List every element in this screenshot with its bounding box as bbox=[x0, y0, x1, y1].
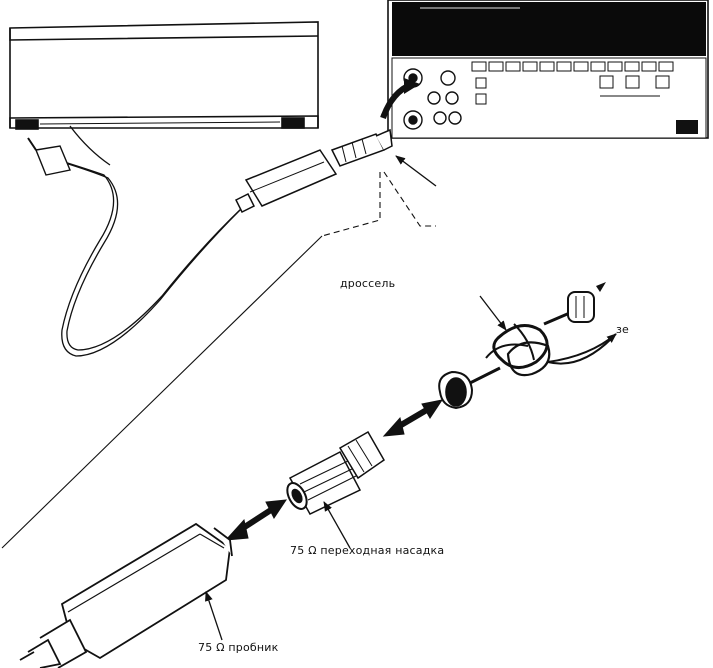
adapter-75-ohm bbox=[286, 430, 385, 515]
extension-line bbox=[1, 235, 323, 549]
pointer-arrow-adapter bbox=[323, 501, 351, 549]
guide-lines bbox=[321, 171, 436, 237]
cable bbox=[27, 125, 244, 357]
cable-exit-arrow bbox=[547, 333, 617, 363]
pointer-arrow-probe bbox=[205, 591, 223, 641]
source-instrument bbox=[9, 21, 319, 130]
pointer-arrow-upper bbox=[395, 155, 437, 187]
label-choke: дроссель bbox=[340, 277, 396, 290]
pointer-arrow-choke bbox=[479, 295, 507, 331]
label-probe: 75 Ω пробник bbox=[198, 641, 279, 654]
double-arrow-upper bbox=[382, 399, 444, 437]
double-arrow-lower bbox=[224, 499, 288, 541]
meter-display-panel bbox=[392, 2, 706, 56]
choke-assembly bbox=[438, 291, 613, 410]
probe-75-ohm bbox=[19, 522, 233, 668]
meter-input-connectors bbox=[403, 68, 462, 130]
meter-instrument bbox=[387, 0, 709, 139]
probe-connected bbox=[234, 128, 393, 214]
label-partial-cut: зе bbox=[616, 323, 630, 336]
label-adapter: 75 Ω переходная насадка bbox=[290, 544, 445, 557]
meter-button-row bbox=[471, 61, 674, 105]
